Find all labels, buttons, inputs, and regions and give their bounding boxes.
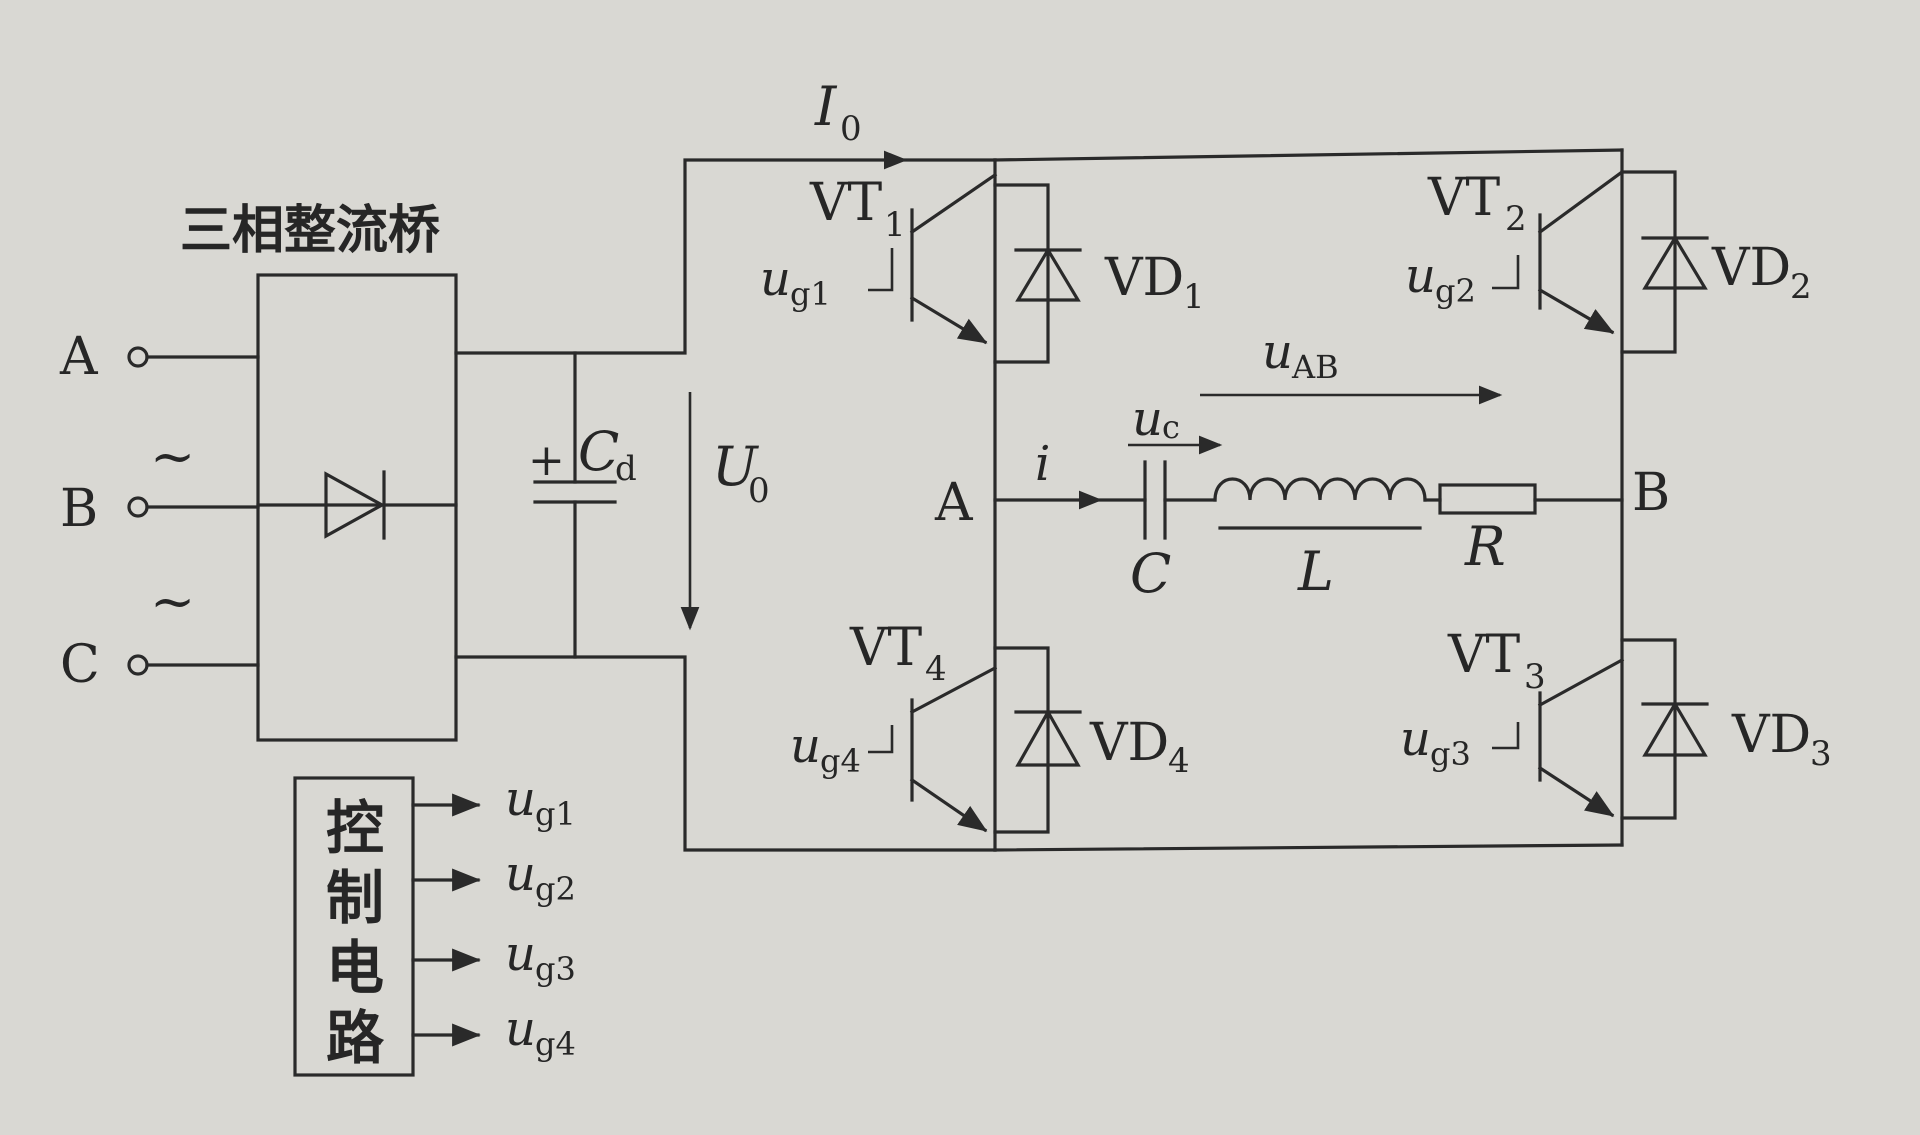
vd4-diode-icon (1015, 708, 1081, 767)
vd2-label: VD (1711, 238, 1791, 298)
control-box (293, 776, 415, 1077)
right-leg: VT 2 u g2 VD 2 VT 3 u g3 VD 3 (1400, 148, 1832, 847)
ug2-output-label: u (505, 846, 536, 902)
vd1-subscript: 1 (1183, 277, 1205, 317)
vt4-gate-label: u (790, 718, 821, 774)
uab-subscript: AB (1291, 348, 1339, 386)
vd4-subscript: 4 (1168, 741, 1190, 781)
u0-label: U (712, 435, 759, 498)
ac-inputs: A ~ B ~ C (59, 327, 260, 695)
vt2-subscript: 2 (1505, 199, 1527, 239)
vt3-gate-subscript: g3 (1430, 735, 1471, 773)
phase-c-label: C (60, 635, 100, 695)
ug4-output-subscript: g4 (535, 1025, 576, 1063)
node-b-label: B (1632, 463, 1670, 523)
phase-b-label: B (60, 479, 98, 539)
terminal-b (127, 496, 149, 518)
vd3-subscript: 3 (1810, 734, 1832, 774)
tilde-1: ~ (150, 425, 195, 488)
uc-label: u (1132, 391, 1163, 447)
ug4-output-label: u (505, 1001, 536, 1057)
vt4-label: VT (849, 618, 923, 678)
control-circuit: 控 制 电 路 u g1 u g2 u g3 u g4 (293, 771, 576, 1077)
dc-link: + C d U 0 I 0 (454, 75, 997, 852)
control-char-1: 控 (326, 794, 384, 862)
vt3-subscript: 3 (1524, 657, 1546, 697)
load-branch: A B i C u c L R u AB (934, 324, 1670, 605)
ug3-output-subscript: g3 (535, 950, 576, 988)
node-a-label: A (934, 473, 974, 533)
top-rail (993, 148, 1624, 162)
cd-subscript: d (615, 449, 637, 489)
ug1-output-label: u (505, 771, 536, 827)
vd1-diode-icon (1015, 246, 1081, 302)
vt3-gate (1492, 722, 1520, 750)
vd2-diode-icon (1642, 234, 1708, 290)
current-i-label: i (1035, 436, 1050, 492)
control-char-2: 制 (326, 864, 384, 932)
cd-label: C (578, 420, 619, 483)
vd3-label: VD (1731, 705, 1811, 765)
ug2-output-subscript: g2 (535, 870, 576, 908)
terminal-c (127, 654, 149, 676)
rectifier-title: 三相整流桥 (180, 201, 440, 261)
inductor-icon (1213, 477, 1427, 502)
phase-a-label: A (59, 327, 99, 387)
vt1-gate-label: u (760, 251, 791, 307)
ug3-output-label: u (505, 926, 536, 982)
resistor-icon (1438, 483, 1537, 515)
cd-plus: + (528, 435, 565, 486)
vd2-subscript: 2 (1790, 267, 1812, 307)
vt4-gate (868, 725, 894, 754)
dc-negative-rail (454, 655, 997, 852)
left-leg: VT 1 u g1 VD 1 VT 4 u g4 VD 4 (760, 158, 1205, 852)
rectifier-box (256, 273, 458, 742)
uab-label: u (1262, 324, 1293, 380)
i0-label: I (814, 75, 838, 138)
u0-subscript: 0 (748, 471, 770, 511)
vt3-label: VT (1447, 625, 1521, 685)
control-char-4: 路 (326, 1004, 385, 1072)
vt2-label: VT (1427, 168, 1501, 228)
vt2-gate-subscript: g2 (1435, 272, 1476, 310)
control-char-3: 电 (326, 934, 384, 1002)
vt3: VT 3 u g3 VD 3 (1400, 625, 1832, 820)
vt4: VT 4 u g4 VD 4 (790, 618, 1190, 834)
vd3-diode-icon (1642, 700, 1708, 757)
vt4-gate-subscript: g4 (820, 742, 861, 780)
vt1-label: VT (809, 173, 883, 233)
bottom-rail (993, 843, 1624, 852)
resistor-label: R (1464, 515, 1506, 578)
vd4-label: VD (1089, 713, 1169, 773)
rectifier-diode-icon (324, 471, 386, 539)
dc-positive-rail (454, 158, 997, 355)
i0-subscript: 0 (840, 109, 862, 149)
vt4-subscript: 4 (925, 649, 947, 689)
ug1-output-subscript: g1 (535, 795, 576, 833)
vt1-gate (868, 248, 894, 292)
vt1-subscript: 1 (884, 205, 906, 245)
tilde-2: ~ (150, 570, 195, 633)
vt2-gate (1492, 255, 1520, 290)
terminal-a (127, 346, 149, 368)
inductor-label: L (1297, 540, 1334, 603)
vt1: VT 1 u g1 VD 1 (760, 172, 1205, 364)
vt2: VT 2 u g2 VD 2 (1405, 168, 1812, 354)
rectifier-bridge: 三相整流桥 (180, 201, 458, 742)
vt3-gate-label: u (1400, 711, 1431, 767)
vd1-label: VD (1104, 248, 1184, 308)
cap-c-label: C (1130, 542, 1171, 605)
uc-subscript: c (1162, 408, 1180, 446)
vt1-gate-subscript: g1 (790, 275, 831, 313)
vt2-gate-label: u (1405, 248, 1436, 304)
